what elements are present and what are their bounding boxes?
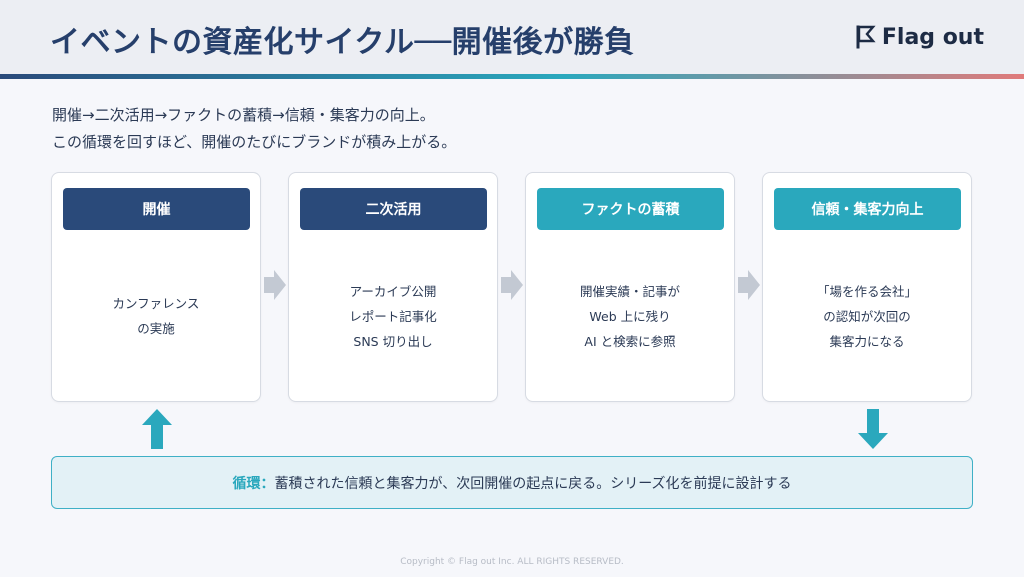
step-line: レポート記事化 [349,308,437,324]
step-line: 開催実績・記事が [579,283,680,299]
page-title: イベントの資産化サイクル──開催後が勝負 [50,25,635,60]
step-card-secondary-use: 二次活用 アーカイブ公開 レポート記事化 SNS 切り出し [288,172,498,402]
chevron-right-icon [738,270,760,300]
step-title: 開催 [63,188,250,230]
copyright: Copyright © Flag out Inc. ALL RIGHTS RES… [400,557,624,567]
step-description: アーカイブ公開 レポート記事化 SNS 切り出し [289,230,497,402]
step-title: 二次活用 [300,188,487,230]
step-line: SNS 切り出し [353,333,433,349]
step-line: 集客力になる [829,333,905,349]
step-line: の実施 [137,321,175,336]
cycle-label: 循環： [232,475,275,492]
lead-line-1: 開催→二次活用→ファクトの蓄積→信頼・集客力の向上。 [52,106,435,124]
cycle-callout: 循環： 蓄積された信頼と集客力が、次回開催の起点に戻る。シリーズ化を前提に設計す… [51,456,973,509]
step-description: 「場を作る会社」 の認知が次回の 集客力になる [763,230,971,402]
step-line: カンファレンス [112,296,200,311]
step-card-fact-accumulation: ファクトの蓄積 開催実績・記事が Web 上に残り AI と検索に参照 [525,172,735,402]
arrow-up-icon [142,409,172,449]
step-line: 「場を作る会社」 [816,283,917,299]
logo: Flag out [856,20,984,54]
cycle-text: 蓄積された信頼と集客力が、次回開催の起点に戻る。シリーズ化を前提に設計する [274,475,792,492]
lead-line-2: この循環を回すほど、開催のたびにブランドが積み上がる。 [52,133,457,151]
step-line: アーカイブ公開 [349,283,437,299]
flag-icon [856,25,876,49]
step-description: カンファレンス の実施 [52,230,260,402]
chevron-right-icon [264,270,286,300]
step-line: AI と検索に参照 [584,333,676,349]
step-title: ファクトの蓄積 [537,188,724,230]
step-card-trust-improvement: 信頼・集客力向上 「場を作る会社」 の認知が次回の 集客力になる [762,172,972,402]
lead-text: 開催→二次活用→ファクトの蓄積→信頼・集客力の向上。 この循環を回すほど、開催の… [52,102,456,156]
logo-text: Flag out [881,24,984,50]
header-accent-bar [0,74,1024,79]
step-line: Web 上に残り [589,308,671,324]
chevron-right-icon [501,270,523,300]
step-card-holding: 開催 カンファレンス の実施 [51,172,261,402]
step-description: 開催実績・記事が Web 上に残り AI と検索に参照 [526,230,734,402]
step-title: 信頼・集客力向上 [774,188,961,230]
header: イベントの資産化サイクル──開催後が勝負 Flag out [0,0,1024,74]
arrow-down-icon [858,409,888,449]
step-line: の認知が次回の [823,308,911,324]
